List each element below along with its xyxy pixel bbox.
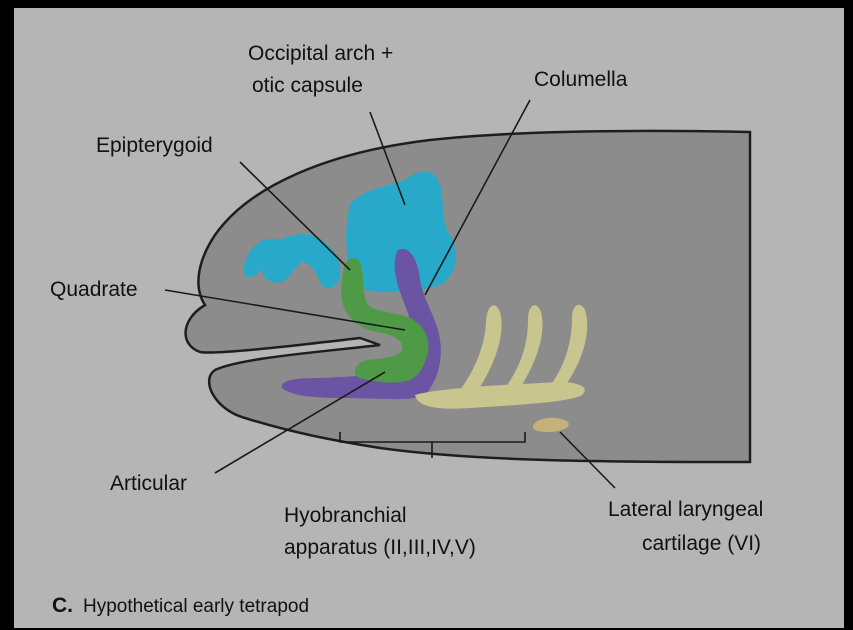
label-hyobranchial-line2: apparatus (II,III,IV,V) [284,536,476,559]
skull-outline [186,131,750,462]
label-occipital-line1: Occipital arch + [248,42,393,65]
label-occipital-line2: otic capsule [252,74,363,97]
figure-caption: C. Hypothetical early tetrapod [52,594,309,617]
label-columella: Columella [534,68,628,91]
label-laryngeal-line2: cartilage (VI) [642,532,761,555]
label-laryngeal-line1: Lateral laryngeal [608,498,763,521]
caption-text: Hypothetical early tetrapod [83,596,309,617]
label-epipterygoid: Epipterygoid [96,134,213,157]
label-articular: Articular [110,472,187,495]
caption-letter: C. [52,594,73,617]
label-hyobranchial-line1: Hyobranchial [284,504,407,527]
label-quadrate: Quadrate [50,278,138,301]
